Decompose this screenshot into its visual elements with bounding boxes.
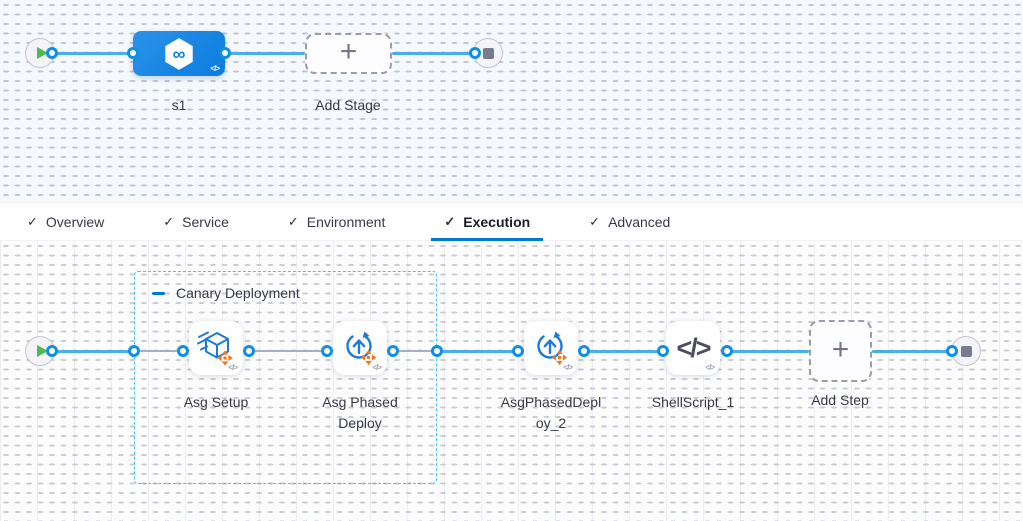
add-stage-button[interactable]: + <box>305 33 392 74</box>
step-label: ShellScript_1 <box>651 394 735 410</box>
connector-port[interactable] <box>243 345 255 357</box>
shell-script-icon: </> <box>676 332 711 363</box>
connector-port[interactable] <box>946 345 958 357</box>
tab-execution[interactable]: ✓ Execution <box>431 203 543 241</box>
asg-phased-deploy-icon <box>346 331 377 366</box>
connector-port[interactable] <box>578 345 590 357</box>
connector-line <box>52 349 134 353</box>
connector-port[interactable] <box>128 345 140 357</box>
tab-label: Environment <box>306 213 386 230</box>
tab-label: Execution <box>463 213 531 230</box>
stage-pipeline-canvas: ∞ </> + s1 Add Stage <box>0 0 1023 202</box>
connector-line <box>584 349 663 353</box>
stop-icon <box>482 47 494 59</box>
check-icon: ✓ <box>287 213 299 229</box>
infinity-glyph: ∞ <box>173 43 186 63</box>
connector-port[interactable] <box>127 47 139 59</box>
connector-port[interactable] <box>657 345 669 357</box>
asg-phased-deploy-icon <box>537 331 568 366</box>
tab-advanced[interactable]: ✓ Advanced <box>576 203 683 240</box>
check-icon: ✓ <box>444 213 456 229</box>
connector-line <box>437 349 518 353</box>
check-icon: ✓ <box>163 213 175 229</box>
stop-icon <box>960 345 972 357</box>
step-asg-setup[interactable]: </> <box>189 321 243 375</box>
stage-node-s1[interactable]: ∞ </> <box>133 31 225 76</box>
connector-line-dashed <box>393 350 437 352</box>
add-stage-label: Add Stage <box>315 97 381 113</box>
code-badge-icon: </> <box>372 363 382 372</box>
stage-label: s1 <box>171 97 187 113</box>
code-badge-icon: </> <box>210 64 220 73</box>
cd-stage-icon: ∞ <box>165 37 193 70</box>
connector-line <box>52 51 133 55</box>
check-icon: ✓ <box>27 213 38 229</box>
stage-config-tabs: ✓ Overview ✓ Service ✓ Environment ✓ Exe… <box>0 202 1023 241</box>
play-icon <box>36 47 48 59</box>
connector-port[interactable] <box>177 345 189 357</box>
plus-icon: + <box>831 332 850 366</box>
connector-port[interactable] <box>512 345 524 357</box>
plus-icon: + <box>339 35 358 68</box>
connector-port[interactable] <box>721 345 733 357</box>
step-label: Asg Setup <box>183 394 249 410</box>
connector-port[interactable] <box>46 345 58 357</box>
tab-label: Advanced <box>608 213 671 230</box>
step-group-canary-deployment: Canary Deployment <box>134 271 437 484</box>
code-badge-icon: </> <box>563 363 573 372</box>
tab-environment[interactable]: ✓ Environment <box>275 203 399 240</box>
check-icon: ✓ <box>589 213 601 229</box>
tab-label: Service <box>182 213 229 230</box>
play-icon <box>36 345 48 357</box>
tab-overview[interactable]: ✓ Overview <box>14 203 117 240</box>
step-asg-phased-deploy[interactable]: </> <box>333 321 387 375</box>
connector-line <box>727 349 809 353</box>
add-step-label: Add Step <box>811 392 869 408</box>
connector-port[interactable] <box>321 345 333 357</box>
asg-setup-icon <box>197 331 233 366</box>
add-step-button[interactable]: + <box>809 320 872 382</box>
tab-service[interactable]: ✓ Service <box>150 203 242 240</box>
connector-port[interactable] <box>46 47 58 59</box>
connector-port[interactable] <box>469 47 481 59</box>
step-shellscript-1[interactable]: </> </> <box>666 321 720 375</box>
connector-line-dashed <box>134 350 183 352</box>
connector-line-dashed <box>249 350 327 352</box>
connector-port[interactable] <box>387 345 399 357</box>
connector-port[interactable] <box>219 47 231 59</box>
step-label: AsgPhasedDeploy_2 <box>500 394 602 431</box>
step-label: Asg Phased Deploy <box>322 394 398 431</box>
connector-line <box>392 51 475 55</box>
step-asg-phased-deploy-2[interactable]: </> <box>524 321 578 375</box>
step-group-label: Canary Deployment <box>176 285 300 301</box>
code-badge-icon: </> <box>705 363 715 372</box>
connector-port[interactable] <box>431 345 443 357</box>
code-badge-icon: </> <box>228 363 238 372</box>
connector-line <box>225 51 305 55</box>
execution-canvas: Canary Deployment <box>0 241 1023 521</box>
connector-line <box>872 349 952 353</box>
collapse-group-icon[interactable] <box>152 291 165 295</box>
tab-label: Overview <box>45 213 105 230</box>
